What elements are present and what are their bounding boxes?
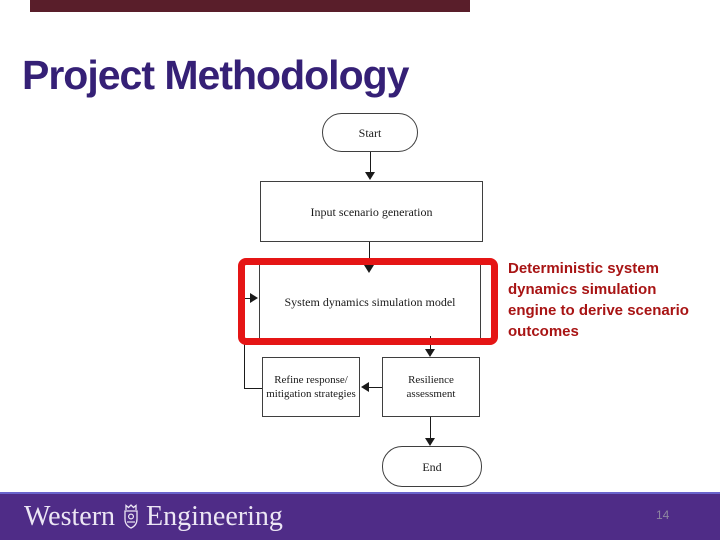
- node-refine-strategies: Refine response/ mitigation strategies: [262, 357, 360, 417]
- arrowhead-right-icon: [250, 293, 258, 303]
- connector-loop-bottom: [244, 388, 262, 389]
- arrowhead-down-icon: [425, 438, 435, 446]
- top-accent-bar: [30, 0, 470, 12]
- connector-start-input: [370, 152, 371, 172]
- highlight-box: [238, 258, 498, 345]
- brand-logo: Western Engineering: [24, 494, 283, 540]
- footer-bar: Western Engineering 14: [0, 494, 720, 540]
- node-end: End: [382, 446, 482, 487]
- node-start: Start: [322, 113, 418, 152]
- brand-western: Western: [24, 501, 116, 532]
- footer-accent-line: [0, 492, 720, 494]
- western-crest-icon: [121, 504, 141, 530]
- arrowhead-down-icon: [425, 349, 435, 357]
- arrowhead-down-icon: [364, 265, 374, 273]
- slide-title: Project Methodology: [22, 52, 409, 98]
- connector-resilience-end: [430, 417, 431, 439]
- arrowhead-down-icon: [365, 172, 375, 180]
- arrowhead-left-icon: [361, 382, 369, 392]
- page-number: 14: [656, 508, 670, 522]
- connector-loop-entry: [244, 298, 252, 299]
- annotation-text: Deterministic system dynamics simulation…: [508, 260, 689, 340]
- connector-input-model: [369, 242, 370, 266]
- connector-resilience-refine: [369, 387, 382, 388]
- node-resilience-assessment: Resilience assessment: [382, 357, 480, 417]
- brand-engineering: Engineering: [146, 501, 283, 532]
- node-input-scenario: Input scenario generation: [260, 181, 483, 242]
